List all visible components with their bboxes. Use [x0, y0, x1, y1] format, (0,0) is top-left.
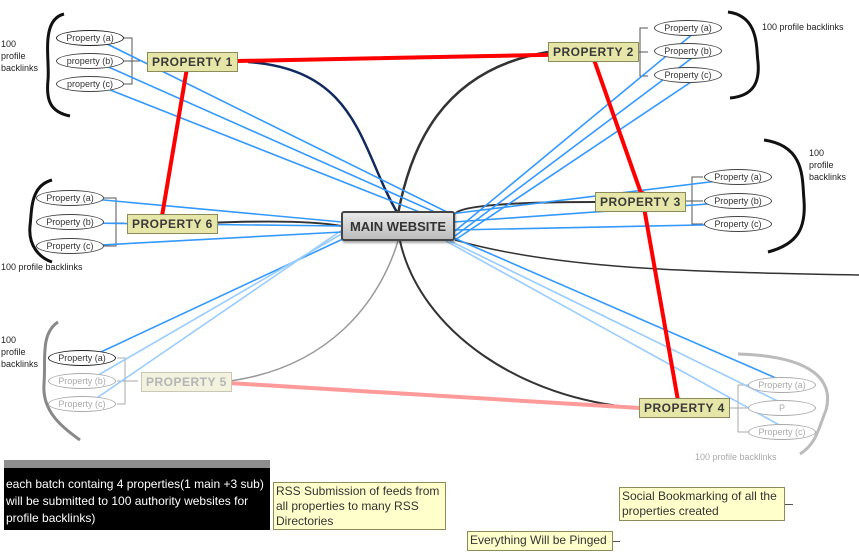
branch-line-p4: [399, 240, 641, 409]
p5-sub-b[interactable]: Property (b): [48, 373, 116, 389]
backlink-line: [87, 227, 346, 405]
backlinks-note-p5: 100 profile backlinks: [1, 335, 39, 369]
p2-sub-c[interactable]: Property (c): [654, 67, 722, 83]
branch-line-p1: [247, 60, 400, 215]
branch-line-p5: [221, 240, 399, 383]
branch-line-p6: [203, 220, 342, 227]
rss-submission-box: RSS Submission of feeds from all propert…: [273, 482, 446, 530]
p1-sub-a[interactable]: Property (a): [56, 30, 124, 46]
p4-sub-a[interactable]: Property (a): [748, 377, 816, 393]
backlink-line: [81, 197, 343, 223]
backlink-line: [94, 83, 456, 227]
backlink-line: [87, 237, 346, 359]
backlink-line: [453, 223, 751, 231]
backlink-line: [454, 27, 701, 232]
backlink-line: [454, 51, 701, 237]
main-website-node[interactable]: MAIN WEBSITE: [341, 211, 455, 241]
property-4-node[interactable]: PROPERTY 4: [639, 398, 730, 418]
backlink-line: [449, 240, 793, 409]
p4-sub-b[interactable]: P: [748, 400, 816, 416]
p6-sub-b[interactable]: Property (b): [36, 214, 104, 230]
backlink-line: [81, 231, 343, 247]
red-flow-bottom: [210, 380, 682, 414]
p3-sub-b[interactable]: Property (b): [704, 193, 772, 209]
property-6-node[interactable]: PROPERTY 6: [127, 214, 218, 234]
p4-sub-c[interactable]: Property (c): [748, 424, 816, 440]
p1-sub-b[interactable]: property (b): [56, 53, 124, 69]
bracket-p6: [28, 178, 53, 264]
branch-line-p2: [396, 50, 549, 215]
bracket-p5: [42, 320, 81, 442]
p5-sub-a[interactable]: Property (a): [48, 350, 116, 366]
backlinks-note-p2: 100 profile backlinks: [762, 22, 844, 32]
backlinks-note-p3: 100 profile backlinks: [809, 148, 847, 182]
p6-sub-c[interactable]: Property (c): [36, 238, 104, 254]
pinged-box: Everything Will be Pinged: [467, 531, 613, 551]
p5-sub-c[interactable]: Property (c): [48, 396, 116, 412]
batch-caption: each batch containg 4 properties(1 main …: [4, 460, 270, 530]
property-2-node[interactable]: PROPERTY 2: [548, 42, 639, 62]
backlink-line: [454, 75, 701, 241]
property-3-node[interactable]: PROPERTY 3: [595, 192, 686, 212]
backlink-line: [94, 60, 456, 222]
social-tail: [785, 504, 793, 505]
sub-rail-p5: [117, 357, 138, 405]
p2-sub-b[interactable]: Property (b): [654, 43, 722, 59]
backlink-lines: [81, 27, 793, 433]
p6-sub-a[interactable]: Property (a): [36, 190, 104, 206]
bracket-p1: [46, 12, 71, 118]
long-branch-right: [454, 239, 859, 276]
p2-sub-a[interactable]: Property (a): [654, 20, 722, 36]
backlink-line: [445, 240, 793, 433]
backlinks-note-p6: 100 profile backlinks: [1, 262, 83, 272]
p1-sub-c[interactable]: property (c): [56, 76, 124, 92]
backlinks-note-p1: 100 profile backlinks: [1, 39, 39, 73]
branch-line-p3: [454, 201, 597, 215]
sub-rail-p1: [124, 37, 140, 85]
bracket-p2: [727, 10, 760, 100]
sub-rail-p6: [104, 197, 124, 247]
p3-sub-c[interactable]: Property (c): [704, 216, 772, 232]
bracket-p4: [737, 352, 829, 456]
pinged-tail: [613, 541, 620, 542]
social-bookmarking-box: Social Bookmarking of all the properties…: [619, 487, 785, 521]
property-1-node[interactable]: PROPERTY 1: [147, 52, 238, 72]
backlinks-note-p4: 100 profile backlinks: [695, 452, 777, 462]
bracket-p3: [763, 138, 806, 254]
property-5-node[interactable]: PROPERTY 5: [141, 372, 232, 392]
backlink-line: [453, 237, 793, 386]
p3-sub-a[interactable]: Property (a): [704, 169, 772, 185]
